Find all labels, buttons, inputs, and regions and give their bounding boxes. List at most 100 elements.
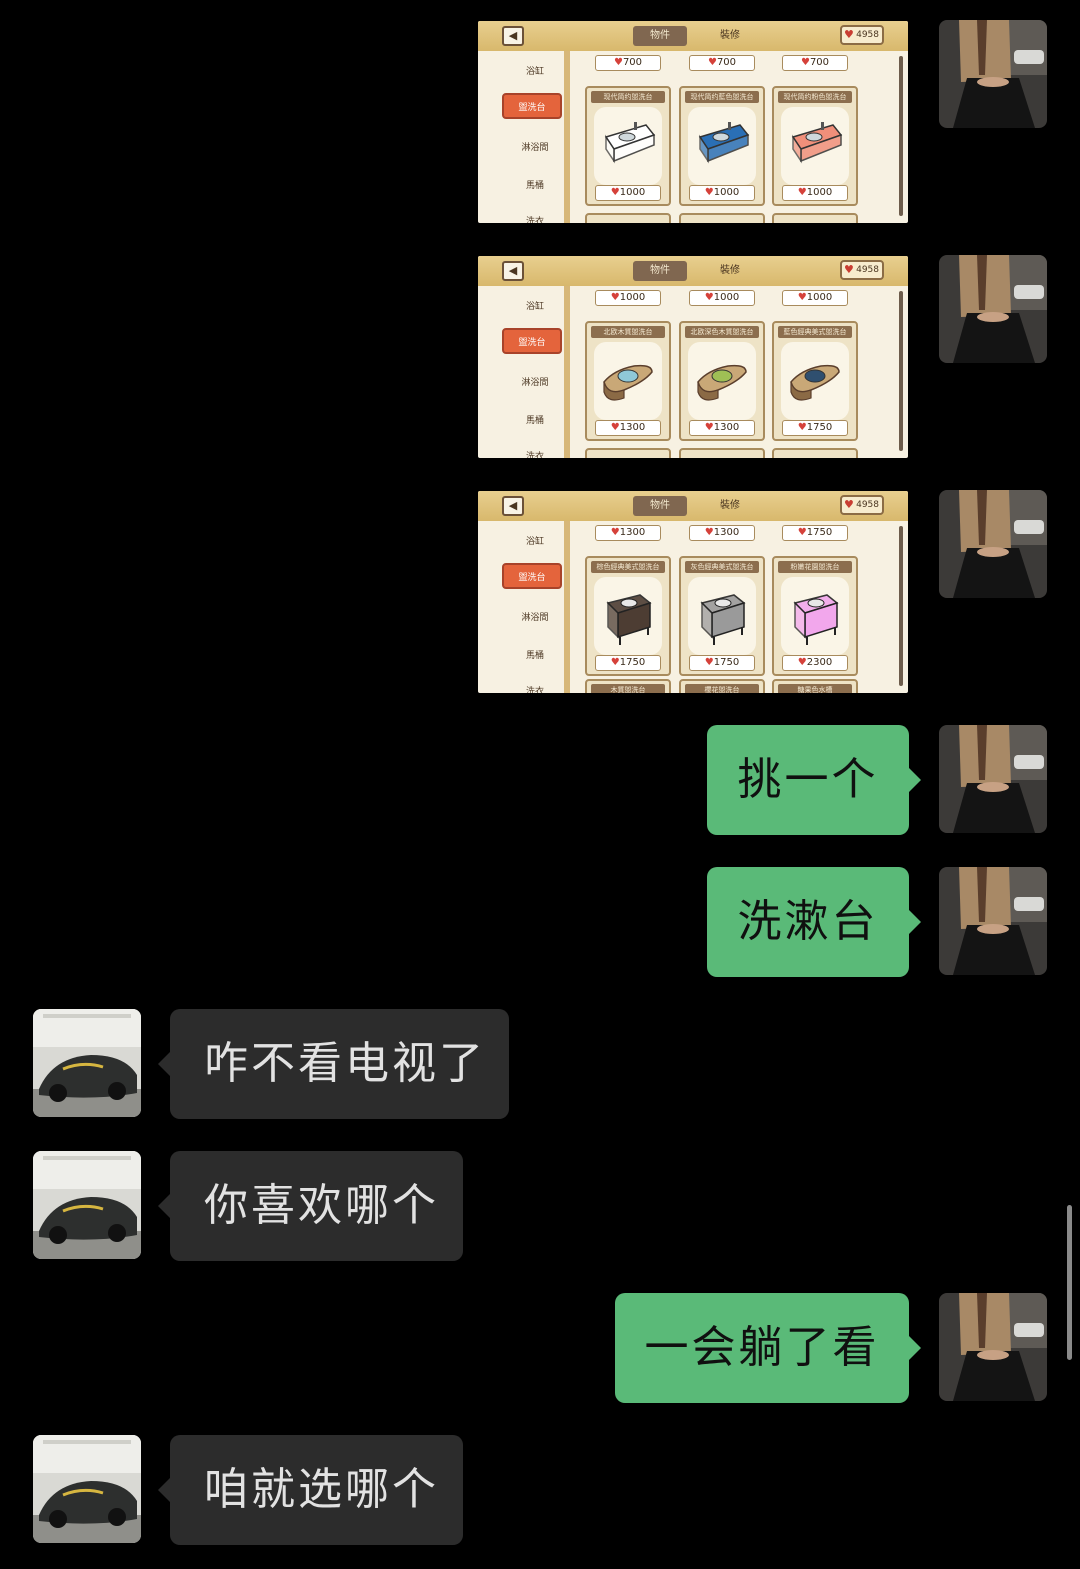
sink-icon: [781, 107, 849, 185]
divider: [564, 521, 570, 693]
image-message[interactable]: ◀物件裝修4958浴缸盥洗台淋浴間馬桶洗衣100010001000北欧木質盥洗台…: [478, 256, 908, 458]
my-avatar[interactable]: [939, 255, 1047, 363]
message-bubble-outgoing[interactable]: 挑一个: [707, 725, 921, 835]
back-icon: ◀: [502, 261, 524, 281]
item-card: [772, 213, 858, 223]
heart-currency: 4958: [840, 495, 884, 515]
tab-decor: 裝修: [720, 500, 740, 511]
tab-items: 物件: [633, 261, 687, 281]
item-name: 藍色經典美式盥洗台: [778, 326, 852, 338]
item-name: 棕色經典美式盥洗台: [591, 561, 665, 573]
item-name: 木質盥洗台: [591, 684, 665, 693]
price-tag: 700: [595, 55, 661, 71]
price-tag: 1000: [595, 185, 661, 201]
item-card: [772, 448, 858, 458]
my-avatar[interactable]: [939, 1293, 1047, 1401]
item-name: 糖果色水槽: [778, 684, 852, 693]
my-avatar[interactable]: [939, 867, 1047, 975]
price-tag: 1300: [689, 525, 755, 541]
game-top-bar: [478, 491, 908, 521]
item-name: 北欧木質盥洗台: [591, 326, 665, 338]
price-tag: 1750: [782, 420, 848, 436]
sink-icon: [781, 342, 849, 420]
item-card: 櫻花盥洗台: [679, 679, 765, 693]
contact-avatar[interactable]: [33, 1435, 141, 1543]
sink-icon: [688, 342, 756, 420]
category-item: 洗衣: [525, 217, 544, 223]
price-tag: 1000: [782, 185, 848, 201]
category-item: 馬桶: [525, 181, 544, 191]
image-message[interactable]: ◀物件裝修4958浴缸盥洗台淋浴間馬桶洗衣130013001750棕色經典美式盥…: [478, 491, 908, 693]
price-tag: 1750: [595, 655, 661, 671]
price-tag: 700: [689, 55, 755, 71]
item-card: 糖果色水槽: [772, 679, 858, 693]
category-item: 浴缸: [525, 537, 544, 547]
game-top-bar: [478, 21, 908, 51]
sink-icon: [594, 577, 662, 655]
category-item: 盥洗台: [502, 328, 562, 354]
item-name: 粉嫩花園盥洗台: [778, 561, 852, 573]
category-item: 淋浴間: [521, 143, 549, 153]
scrollbar: [899, 526, 903, 686]
my-avatar[interactable]: [939, 490, 1047, 598]
message-bubble-incoming[interactable]: 你喜欢哪个: [158, 1151, 463, 1261]
item-name: 现代简约藍色盥洗台: [685, 91, 759, 103]
back-icon: ◀: [502, 26, 524, 46]
price-tag: 1000: [689, 185, 755, 201]
my-avatar[interactable]: [939, 20, 1047, 128]
tab-decor: 裝修: [720, 265, 740, 276]
item-card: [585, 448, 671, 458]
category-item: 洗衣: [525, 452, 544, 458]
scrollbar: [899, 56, 903, 216]
category-item: 盥洗台: [502, 563, 562, 589]
divider: [564, 286, 570, 458]
category-item: 馬桶: [525, 416, 544, 426]
sink-icon: [594, 107, 662, 185]
sink-icon: [594, 342, 662, 420]
category-item: 浴缸: [525, 67, 544, 77]
item-card: [679, 448, 765, 458]
heart-currency: 4958: [840, 25, 884, 45]
category-item: 淋浴間: [521, 378, 549, 388]
tab-items: 物件: [633, 496, 687, 516]
divider: [564, 51, 570, 223]
scrollbar: [899, 291, 903, 451]
price-tag: 1300: [595, 525, 661, 541]
sink-icon: [688, 107, 756, 185]
category-item: 淋浴間: [521, 613, 549, 623]
price-tag: 1300: [689, 420, 755, 436]
item-name: 现代简约粉色盥洗台: [778, 91, 852, 103]
price-tag: 1000: [595, 290, 661, 306]
price-tag: 700: [782, 55, 848, 71]
item-name: 现代简约盥洗台: [591, 91, 665, 103]
category-item: 盥洗台: [502, 93, 562, 119]
price-tag: 1750: [782, 525, 848, 541]
item-card: [679, 213, 765, 223]
price-tag: 2300: [782, 655, 848, 671]
message-bubble-incoming[interactable]: 咱就选哪个: [158, 1435, 463, 1545]
item-name: 櫻花盥洗台: [685, 684, 759, 693]
game-top-bar: [478, 256, 908, 286]
sink-icon: [688, 577, 756, 655]
price-tag: 1300: [595, 420, 661, 436]
message-bubble-outgoing[interactable]: 洗漱台: [707, 867, 921, 977]
tab-decor: 裝修: [720, 30, 740, 41]
contact-avatar[interactable]: [33, 1151, 141, 1259]
message-bubble-outgoing[interactable]: 一会躺了看: [615, 1293, 921, 1403]
category-item: 洗衣: [525, 687, 544, 693]
scrollbar[interactable]: [1067, 1205, 1072, 1360]
item-card: 木質盥洗台: [585, 679, 671, 693]
price-tag: 1000: [689, 290, 755, 306]
contact-avatar[interactable]: [33, 1009, 141, 1117]
tab-items: 物件: [633, 26, 687, 46]
price-tag: 1000: [782, 290, 848, 306]
my-avatar[interactable]: [939, 725, 1047, 833]
item-name: 灰色經典美式盥洗台: [685, 561, 759, 573]
item-card: [585, 213, 671, 223]
item-card: 现代简约盥洗台: [585, 86, 671, 206]
sink-icon: [781, 577, 849, 655]
back-icon: ◀: [502, 496, 524, 516]
price-tag: 1750: [689, 655, 755, 671]
message-bubble-incoming[interactable]: 咋不看电视了: [158, 1009, 509, 1119]
